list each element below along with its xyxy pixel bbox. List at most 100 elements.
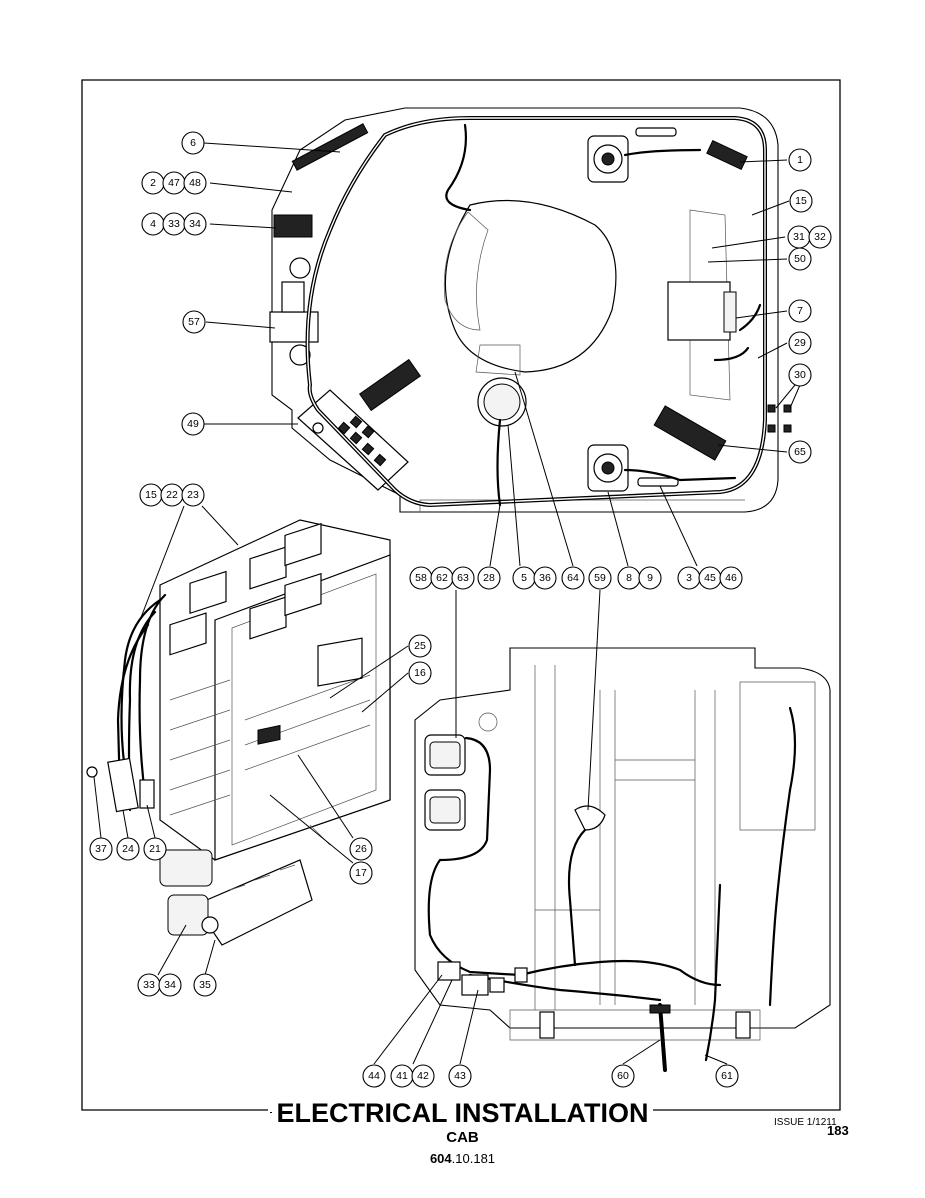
callout-24: 24 bbox=[116, 837, 140, 861]
fuse-box-assembly bbox=[86, 519, 391, 946]
document-code-section: 604 bbox=[429, 1151, 452, 1166]
svg-text:50: 50 bbox=[794, 253, 806, 265]
svg-text:31: 31 bbox=[793, 231, 805, 243]
svg-text:42: 42 bbox=[417, 1070, 429, 1082]
document-code-suffix: .10.181 bbox=[451, 1151, 496, 1166]
svg-text:35: 35 bbox=[199, 979, 211, 991]
operator-seat bbox=[443, 199, 617, 376]
callout-41: 41 bbox=[390, 1064, 414, 1088]
callout-46: 46 bbox=[719, 566, 743, 590]
callout-65: 65 bbox=[788, 440, 812, 464]
callout-63: 63 bbox=[451, 566, 475, 590]
callout-50: 50 bbox=[788, 247, 812, 271]
svg-text:61: 61 bbox=[721, 1070, 733, 1082]
svg-text:57: 57 bbox=[188, 316, 200, 328]
callout-3: 3 bbox=[677, 566, 701, 590]
svg-text:62: 62 bbox=[436, 572, 448, 584]
svg-text:4: 4 bbox=[150, 218, 156, 230]
svg-text:25: 25 bbox=[414, 640, 426, 652]
svg-text:21: 21 bbox=[149, 843, 161, 855]
interior-lamp bbox=[477, 377, 527, 427]
callout-30: 30 bbox=[788, 363, 812, 387]
page-title: ELECTRICAL INSTALLATION bbox=[0, 1098, 925, 1129]
callout-15-fusebox: 15 bbox=[139, 483, 163, 507]
callout-57: 57 bbox=[182, 310, 206, 334]
control-module bbox=[653, 405, 727, 461]
svg-text:45: 45 bbox=[704, 572, 716, 584]
svg-text:41: 41 bbox=[396, 1070, 408, 1082]
svg-text:64: 64 bbox=[567, 572, 579, 584]
svg-text:16: 16 bbox=[414, 667, 426, 679]
svg-text:3: 3 bbox=[686, 572, 692, 584]
svg-text:43: 43 bbox=[454, 1070, 466, 1082]
callout-64: 64 bbox=[561, 566, 585, 590]
callout-6: 6 bbox=[181, 131, 205, 155]
svg-text:29: 29 bbox=[794, 337, 806, 349]
svg-text:2: 2 bbox=[150, 177, 156, 189]
svg-text:28: 28 bbox=[483, 572, 495, 584]
svg-text:47: 47 bbox=[168, 177, 180, 189]
svg-text:58: 58 bbox=[415, 572, 427, 584]
callout-45: 45 bbox=[698, 566, 722, 590]
speaker-rear bbox=[587, 444, 629, 492]
svg-text:44: 44 bbox=[368, 1070, 380, 1082]
svg-text:23: 23 bbox=[187, 489, 199, 501]
svg-text:8: 8 bbox=[626, 572, 632, 584]
speaker-front bbox=[587, 135, 629, 183]
callout-7: 7 bbox=[788, 299, 812, 323]
svg-text:33: 33 bbox=[143, 979, 155, 991]
svg-text:33: 33 bbox=[168, 218, 180, 230]
radio-unit bbox=[667, 281, 737, 341]
svg-text:36: 36 bbox=[539, 572, 551, 584]
svg-text:15: 15 bbox=[145, 489, 157, 501]
callout-23: 23 bbox=[181, 483, 205, 507]
svg-text:32: 32 bbox=[814, 231, 826, 243]
svg-text:63: 63 bbox=[457, 572, 469, 584]
page-subtitle: CAB bbox=[446, 1129, 479, 1146]
callout-4: 4 bbox=[141, 212, 165, 236]
callout-49: 49 bbox=[181, 412, 205, 436]
callout-22: 22 bbox=[160, 483, 184, 507]
title-block: ELECTRICAL INSTALLATION CAB 604.10.181 I… bbox=[0, 1098, 925, 1198]
svg-text:30: 30 bbox=[794, 369, 806, 381]
callout-36: 36 bbox=[533, 566, 557, 590]
page-title-text: ELECTRICAL INSTALLATION bbox=[271, 1098, 654, 1128]
callout-15: 15 bbox=[789, 189, 813, 213]
callout-26: 26 bbox=[349, 837, 373, 861]
callout-34: 34 bbox=[183, 212, 207, 236]
callout-8: 8 bbox=[617, 566, 641, 590]
callout-2: 2 bbox=[141, 171, 165, 195]
callout-9: 9 bbox=[638, 566, 662, 590]
callout-42: 42 bbox=[411, 1064, 435, 1088]
callout-37: 37 bbox=[89, 837, 113, 861]
callout-25: 25 bbox=[408, 634, 432, 658]
callout-28: 28 bbox=[477, 566, 501, 590]
svg-text:22: 22 bbox=[166, 489, 178, 501]
callout-62: 62 bbox=[430, 566, 454, 590]
callout-48: 48 bbox=[183, 171, 207, 195]
cab-top-view bbox=[269, 107, 792, 513]
svg-text:59: 59 bbox=[594, 572, 606, 584]
svg-text:48: 48 bbox=[189, 177, 201, 189]
svg-text:1: 1 bbox=[797, 154, 803, 166]
svg-text:65: 65 bbox=[794, 446, 806, 458]
svg-text:46: 46 bbox=[725, 572, 737, 584]
svg-text:24: 24 bbox=[122, 843, 134, 855]
svg-text:60: 60 bbox=[617, 1070, 629, 1082]
callout-32: 32 bbox=[808, 225, 832, 249]
callout-31: 31 bbox=[787, 225, 811, 249]
svg-text:5: 5 bbox=[521, 572, 527, 584]
cab-floor-view bbox=[414, 647, 831, 1072]
svg-text:9: 9 bbox=[647, 572, 653, 584]
svg-text:34: 34 bbox=[189, 218, 201, 230]
document-code: 604.10.181 bbox=[0, 1151, 925, 1166]
callout-35: 35 bbox=[193, 973, 217, 997]
callout-5: 5 bbox=[512, 566, 536, 590]
svg-text:26: 26 bbox=[355, 843, 367, 855]
callout-59: 59 bbox=[588, 566, 612, 590]
page-frame bbox=[81, 79, 841, 1111]
callout-61: 61 bbox=[715, 1064, 739, 1088]
svg-text:7: 7 bbox=[797, 305, 803, 317]
callout-58: 58 bbox=[409, 566, 433, 590]
callout-29: 29 bbox=[788, 331, 812, 355]
